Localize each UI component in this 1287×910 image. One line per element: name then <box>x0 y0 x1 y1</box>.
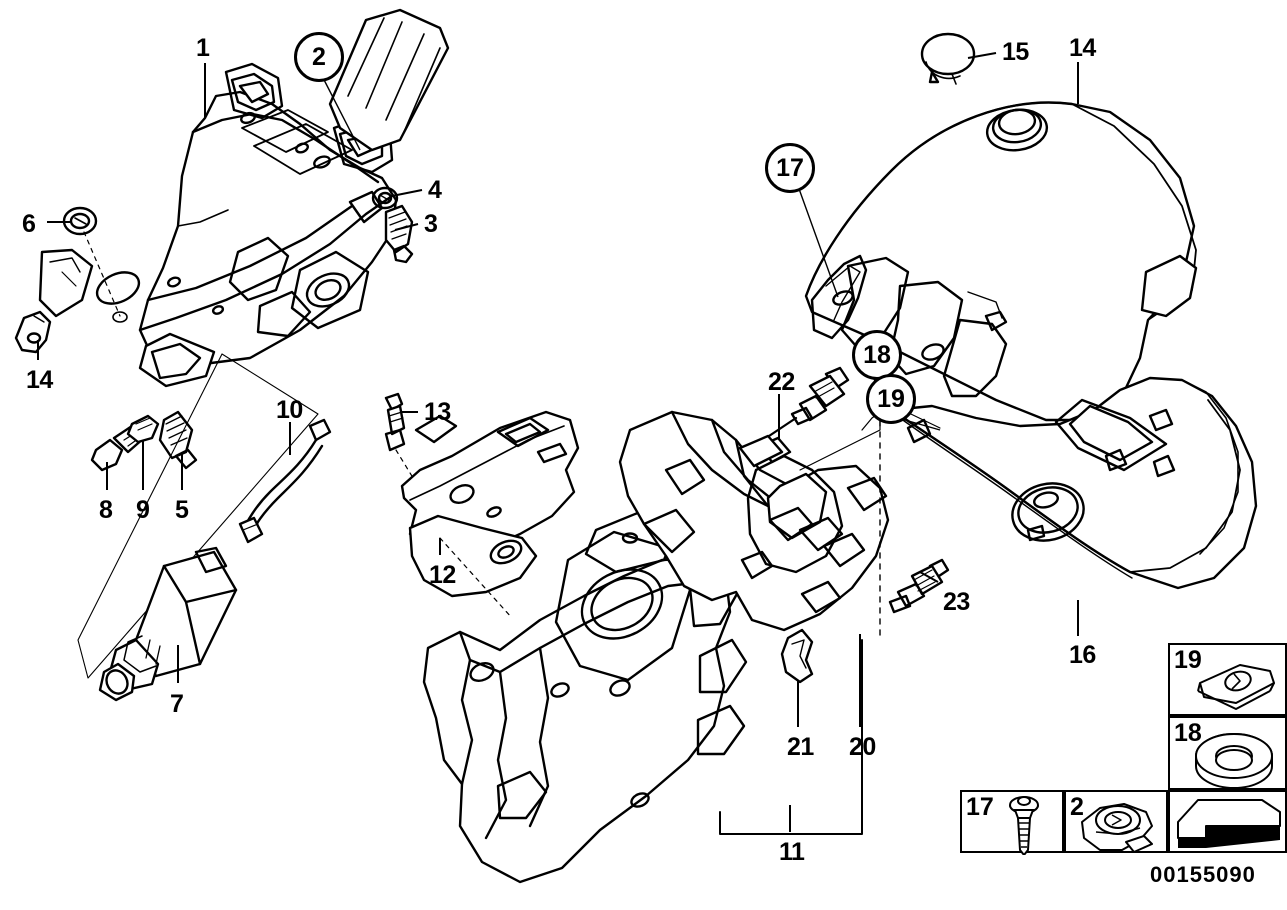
part-contact-pin-13 <box>384 392 406 452</box>
leader-line-hex-bolt <box>394 223 419 231</box>
callout-label-cover-cap[interactable]: 15 <box>1002 38 1029 66</box>
callout-label-hex-bolt[interactable]: 3 <box>424 210 438 238</box>
callout-label-switch-unit-assembly[interactable]: 11 <box>779 838 805 866</box>
diagram-id-number: 00155090 <box>1150 862 1256 887</box>
part-shear-bolt-23 <box>888 558 950 614</box>
assembly-line-6 <box>83 231 121 317</box>
part-lock-washer-9 <box>126 414 160 444</box>
legend-num-18: 18 <box>1174 719 1202 747</box>
part-stud-bolt-5 <box>158 410 198 470</box>
callout-label-retaining-clamp[interactable]: 14 <box>26 366 53 394</box>
legend-box-flat-washer[interactable] <box>1168 716 1287 790</box>
assembly-guide-7 <box>77 353 319 679</box>
callout-label-shear-bolt[interactable]: 23 <box>943 588 970 616</box>
leader-line-washer <box>391 189 423 197</box>
part-locking-lever-21 <box>780 628 814 684</box>
callout-label-steering-column-tube[interactable]: 1 <box>196 34 210 62</box>
callout-label-flexible-shaft[interactable]: 10 <box>276 396 303 424</box>
clip-nut-icon <box>1197 664 1275 710</box>
part-lower-trim-16 <box>890 376 1258 590</box>
part-switch-bracket-11 <box>422 510 748 884</box>
part-steering-column-tube <box>38 8 450 388</box>
legend-num-2: 2 <box>1070 793 1084 821</box>
leader-line-expanding-rivet-nut <box>319 71 361 151</box>
callout-label-upper-steering-column-trim[interactable]: 14 <box>1069 34 1096 62</box>
legend-box-clip-nut[interactable] <box>1168 643 1287 716</box>
part-retaining-clamp-left <box>14 310 52 354</box>
callout-label-sensor-with-lead[interactable]: 22 <box>768 368 795 396</box>
callout-circle-flat-washer[interactable]: 18 <box>852 330 902 380</box>
callout-label-ignition-switch[interactable]: 20 <box>849 733 876 761</box>
callout-label-steering-lock-drive-motor[interactable]: 7 <box>170 690 184 718</box>
part-ignition-switch-20 <box>618 410 890 632</box>
leader-line-torx-self-tapping-screw <box>797 185 839 298</box>
part-upper-trim-14 <box>804 101 1198 422</box>
callout-circle-expanding-rivet-nut[interactable]: 2 <box>294 32 344 82</box>
callout-label-locking-lever[interactable]: 21 <box>787 733 814 761</box>
callout-label-contact-pin[interactable]: 13 <box>424 398 451 426</box>
callout-label-stud-bolt[interactable]: 5 <box>175 496 189 524</box>
callout-circle-clip-nut[interactable]: 19 <box>866 374 916 424</box>
callout-label-lock-washer[interactable]: 9 <box>136 496 150 524</box>
callout-circle-torx-self-tapping-screw[interactable]: 17 <box>765 143 815 193</box>
callout-label-lower-steering-column-trim[interactable]: 16 <box>1069 641 1096 669</box>
legend-box-torx-screw[interactable] <box>960 790 1064 857</box>
part-drive-motor-7 <box>98 546 238 702</box>
callout-label-blind-plug[interactable]: 6 <box>22 210 36 238</box>
rivet-nut-icon <box>1081 803 1153 853</box>
part-sensor-22 <box>738 366 850 468</box>
part-washer-4 <box>371 186 399 210</box>
callout-label-fillister-head-screw[interactable]: 8 <box>99 496 113 524</box>
leader-line-shear-bolt <box>919 571 939 583</box>
legend-box-arrow[interactable] <box>1168 790 1287 853</box>
legend-num-17: 17 <box>966 793 994 821</box>
part-flexible-shaft-10 <box>238 418 332 544</box>
flat-washer-icon <box>1195 733 1273 789</box>
legend-num-19: 19 <box>1174 646 1202 674</box>
leader-line-cover-cap <box>967 52 997 59</box>
bracket-11-leader <box>719 639 863 835</box>
arrow-icon <box>1177 799 1281 848</box>
part-bearing-plate-12 <box>400 410 580 598</box>
part-cover-cap-15 <box>920 32 976 85</box>
callout-label-bearing-plate[interactable]: 12 <box>429 561 456 589</box>
part-hex-bolt-3 <box>384 204 414 264</box>
torx-screw-icon <box>1009 796 1039 857</box>
legend-box-rivet-nut[interactable] <box>1064 790 1168 853</box>
callout-label-washer[interactable]: 4 <box>428 176 442 204</box>
